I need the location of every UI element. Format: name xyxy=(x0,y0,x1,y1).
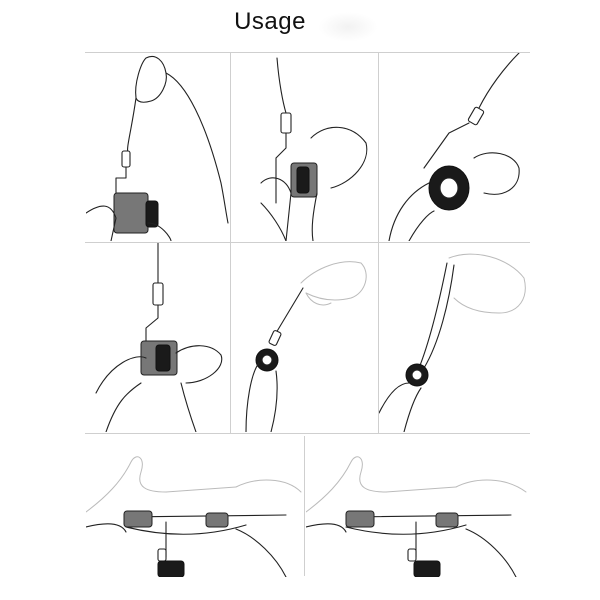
grid-divider xyxy=(85,52,530,53)
step-6-illustration xyxy=(379,243,530,432)
step-1-illustration xyxy=(86,53,229,241)
step-4-illustration xyxy=(86,243,229,432)
step-8-illustration xyxy=(306,437,530,577)
title-glow xyxy=(318,12,378,42)
step-3-illustration xyxy=(379,53,530,241)
step-7-illustration xyxy=(86,437,303,577)
page-title: Usage xyxy=(234,8,306,35)
grid-divider xyxy=(304,436,305,576)
grid-divider xyxy=(378,52,379,433)
grid-divider xyxy=(85,433,530,434)
step-5-illustration xyxy=(231,243,377,432)
grid-divider xyxy=(85,242,530,243)
grid-divider xyxy=(230,52,231,433)
step-2-illustration xyxy=(231,53,377,241)
